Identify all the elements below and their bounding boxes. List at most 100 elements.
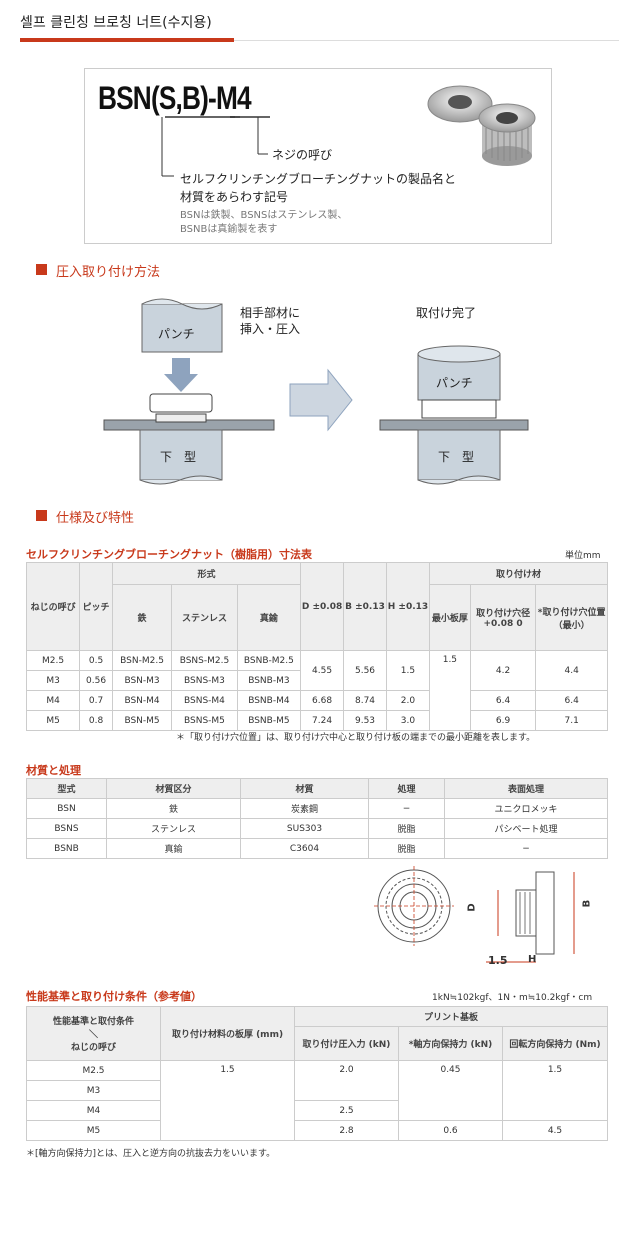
cell: − [368, 798, 445, 819]
material-table-title: 材質と処理 [26, 764, 81, 777]
cell: SUS303 [240, 818, 369, 839]
cell: 0.56 [79, 670, 113, 691]
dimension-footnote: ＊「取り付け穴位置」は、取り付け穴中心と取り付け板の端までの最小距離を表します。 [176, 733, 536, 743]
cell: C3604 [240, 838, 369, 859]
unit-label: 単位mm [565, 551, 601, 561]
col-form: 形式 [111, 562, 302, 585]
table-row: M5 0.8 BSN-M5 BSNS-M5 BSNB-M5 7.24 9.53 … [25, 710, 608, 731]
performance-table: 性能基準と取付条件 ＼ ねじの呼び 取り付け材料の板厚 (mm) プリント基板 … [26, 1006, 608, 1141]
col-stainless: ステンレス [171, 584, 238, 651]
cell: BSN-M3 [111, 670, 173, 691]
part-number-code: BSN(S,B)-M4 [98, 80, 252, 116]
part-number-leader-lines [161, 116, 270, 177]
cell: BSNB-M2.5 [236, 650, 302, 671]
cell: 6.9 [469, 710, 537, 731]
cell: 脱脂 [368, 838, 445, 859]
material-note-line2: BSNBは真鍮製を表す [180, 224, 278, 235]
table-row: M4 0.7 BSN-M4 BSNS-M4 BSNB-M4 6.68 8.74 … [25, 690, 608, 711]
col-material-class: 材質区分 [106, 778, 241, 799]
table-row: M2.5 1.5 2.0 0.45 1.5 [26, 1060, 608, 1141]
nut-dimension-drawing [374, 866, 575, 963]
cell: 鉄 [106, 798, 241, 819]
col-mount: 取り付け材 [428, 562, 609, 585]
cell: 6.68 [300, 690, 345, 711]
col-install-force: 取り付け圧入力 (kN) [294, 1026, 399, 1061]
cell: M5 [25, 710, 81, 731]
cell: M2.5 [26, 1060, 161, 1081]
thread-designation-label: ネジの呼び [272, 148, 333, 162]
page-title: 셀프 클린칭 브로칭 너트(수지용) [20, 15, 212, 31]
nut-photo-image [427, 85, 536, 166]
cell: BSN-M5 [111, 710, 173, 731]
cell: BSNB-M3 [236, 670, 302, 691]
col-hole-position: *取り付け穴位置（最小） [535, 584, 608, 651]
spec-heading: 仕様及び特性 [56, 511, 135, 526]
col-pitch: ピッチ [79, 562, 113, 651]
cell: 6.4 [469, 690, 537, 711]
cell: BSNB [26, 838, 107, 859]
col-d: D ±0.08 [300, 562, 345, 651]
dim-b-label: B [581, 899, 593, 908]
cell: M3 [25, 670, 81, 691]
dimension-table-title: セルフクリンチングブローチングナット（樹脂用）寸法表 [26, 548, 312, 561]
header-accent-bar [20, 38, 234, 42]
cell: BSNS-M5 [171, 710, 238, 731]
cell: 脱脂 [368, 818, 445, 839]
die-label-before: 下 型 [160, 450, 197, 464]
cell: BSNS-M2.5 [171, 650, 238, 671]
perf-header-line3: ねじの呼び [70, 1043, 116, 1053]
cell: M2.5 [25, 650, 81, 671]
cell: 0.7 [79, 690, 113, 711]
cell: ユニクロメッキ [444, 798, 608, 819]
section-marker [36, 264, 47, 275]
cell: BSNS [26, 818, 107, 839]
performance-footnote: ＊[軸方向保持力]とは、圧入と逆方向の抗抜去力をいいます。 [26, 1149, 276, 1159]
col-type: 型式 [26, 778, 107, 799]
die-label-after: 下 型 [438, 450, 475, 464]
section-marker [36, 510, 47, 521]
col-min-thickness: 最小板厚 [428, 584, 471, 651]
cell: 2.0 [294, 1060, 399, 1101]
cell: 1.5 [428, 650, 471, 731]
insert-label-line2: 挿入・圧入 [240, 322, 301, 336]
col-treatment: 処理 [368, 778, 445, 799]
complete-label: 取付け完了 [416, 306, 477, 320]
punch-label-after: パンチ [436, 376, 473, 390]
cell: 7.1 [535, 710, 608, 731]
press-fit-diagram [103, 298, 529, 485]
insert-label-line1: 相手部材に [240, 306, 301, 320]
table-row: M5 2.8 0.6 4.5 [26, 1120, 608, 1141]
punch-label-before: パンチ [158, 327, 195, 341]
cell: 1.5 [160, 1060, 295, 1141]
unit-conversion-note: 1kN≒102kgf、1N・m≒10.2kgf・cm [432, 993, 593, 1003]
col-thread: ねじの呼び [25, 562, 81, 651]
cell: 4.2 [469, 650, 537, 691]
cell: 2.5 [294, 1100, 399, 1121]
cell: BSNS-M4 [171, 690, 238, 711]
cell: BSNB-M5 [236, 710, 302, 731]
cell: ステンレス [106, 818, 241, 839]
cell: 8.74 [343, 690, 387, 711]
col-surface-finish: 表面処理 [444, 778, 608, 799]
cell: 0.5 [79, 650, 113, 671]
cell: 5.56 [343, 650, 387, 691]
col-hole-diameter: 取り付け穴径 +0.08 0 [469, 584, 537, 651]
col-pcb: プリント基板 [294, 1006, 608, 1027]
dim-gap-label: 1.5 [488, 954, 508, 967]
cell: 2.0 [385, 690, 430, 711]
cell: BSNB-M4 [236, 690, 302, 711]
col-material: 材質 [240, 778, 369, 799]
col-iron: 鉄 [111, 584, 173, 651]
col-brass: 真鍮 [236, 584, 302, 651]
cell: BSN-M4 [111, 690, 173, 711]
cell: 3.0 [385, 710, 430, 731]
perf-header-line1: 性能基準と取付条件 [52, 1017, 134, 1027]
col-axial-hold: *軸方向保持力 (kN) [398, 1026, 503, 1061]
cell: M4 [25, 690, 81, 711]
header-divider [20, 40, 619, 41]
cell: 1.5 [502, 1060, 608, 1121]
cell: 炭素鋼 [240, 798, 369, 819]
product-name-line1: セルフクリンチングブローチングナットの製品名と [180, 172, 457, 186]
